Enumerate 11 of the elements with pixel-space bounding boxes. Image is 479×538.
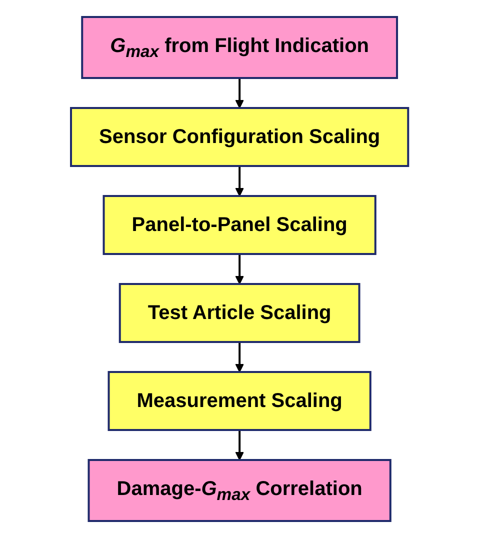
arrow [235,78,244,108]
node-box: G$_{max}$ from Flight Indication [81,16,398,79]
arrow [235,430,244,460]
node-box: Test Article Scaling [118,283,360,343]
arrow [235,254,244,284]
node-box: Damage-G$_{max}$ Correlation [88,459,392,522]
node-box: Sensor Configuration Scaling [70,107,410,167]
node-box: Panel-to-Panel Scaling [102,195,376,255]
arrow [235,166,244,196]
arrow [235,342,244,372]
node-box: Measurement Scaling [108,371,372,431]
